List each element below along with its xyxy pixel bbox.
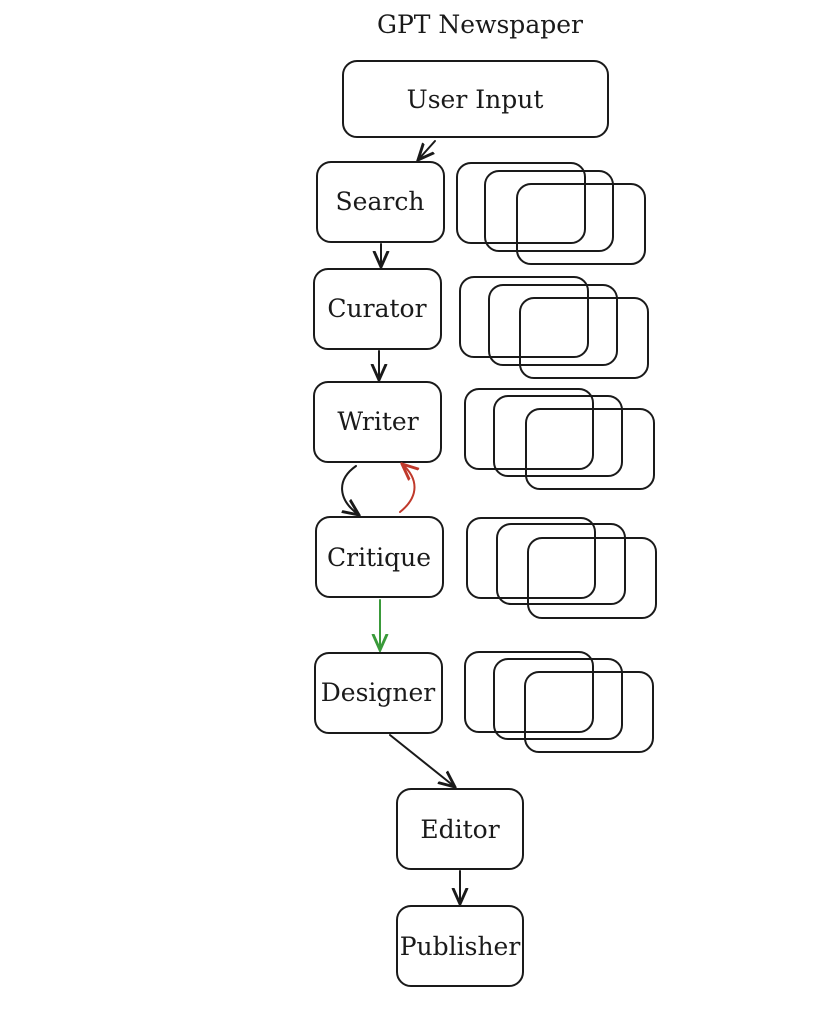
node-editor-label: Editor xyxy=(420,815,499,844)
search-parallel-stack xyxy=(456,162,646,265)
critique-parallel-stack xyxy=(466,517,657,619)
node-search-label: Search xyxy=(336,187,425,216)
node-critique-label: Critique xyxy=(327,543,431,572)
edge-designer-to-editor xyxy=(389,734,455,787)
diagram-title: GPT Newspaper xyxy=(377,10,583,39)
node-publisher: Publisher xyxy=(396,905,524,987)
node-curator: Curator xyxy=(313,268,442,350)
writer-parallel-stack xyxy=(464,388,655,490)
node-curator-label: Curator xyxy=(327,294,426,323)
curator-parallel-stack xyxy=(459,276,649,379)
node-writer-label: Writer xyxy=(337,407,418,436)
node-publisher-label: Publisher xyxy=(400,932,521,961)
node-designer-label: Designer xyxy=(321,678,436,707)
edge-writer-to-critique xyxy=(341,465,359,515)
node-user-input-label: User Input xyxy=(407,85,544,114)
edge-critique-to-writer xyxy=(399,464,415,513)
designer-parallel-stack xyxy=(464,651,654,753)
node-user-input: User Input xyxy=(342,60,609,138)
edge-user-input-to-search xyxy=(418,140,436,160)
node-writer: Writer xyxy=(313,381,442,463)
node-critique: Critique xyxy=(315,516,444,598)
node-search: Search xyxy=(316,161,445,243)
node-editor: Editor xyxy=(396,788,524,870)
node-designer: Designer xyxy=(314,652,443,734)
